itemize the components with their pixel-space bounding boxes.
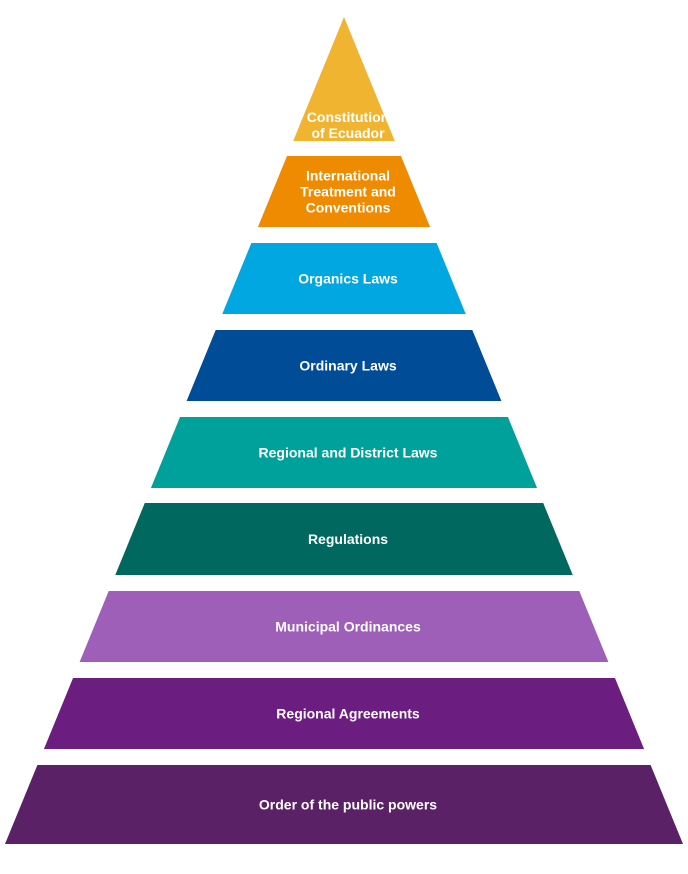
pyramid-tier-label: Order of the public powers: [259, 797, 437, 813]
pyramid-tier-label: Regulations: [308, 531, 388, 547]
pyramid-tier-9: Order of the public powers: [5, 765, 683, 844]
pyramid-tier-3: Organics Laws: [222, 243, 466, 314]
pyramid-tier-7: Municipal Ordinances: [79, 591, 609, 662]
pyramid-tier-label: Municipal Ordinances: [275, 619, 421, 635]
pyramid-tier-label: Regional and District Laws: [259, 445, 438, 461]
pyramid-tier-5: Regional and District Laws: [150, 417, 538, 488]
pyramid-tier-shape: [186, 330, 502, 401]
pyramid-tier-8: Regional Agreements: [43, 678, 645, 749]
pyramid-tier-label: Organics Laws: [298, 271, 398, 287]
pyramid-tier-shape: [79, 591, 609, 662]
pyramid-tier-label: Regional Agreements: [276, 706, 420, 722]
pyramid-tier-shape: [222, 243, 466, 314]
pyramid-tier-shape: [257, 156, 431, 227]
pyramid-tier-shape: [115, 503, 573, 575]
pyramid-tier-label: Constitution: [307, 109, 389, 125]
pyramid-tier-label: Conventions: [306, 200, 391, 216]
pyramid-tier-shape: [5, 765, 683, 844]
pyramid-tier-label: Treatment and: [300, 184, 396, 200]
pyramid-tier-shape: [150, 417, 538, 488]
pyramid-tier-shape: [43, 678, 645, 749]
pyramid-tier-shape: [293, 17, 395, 141]
pyramid-tier-6: Regulations: [115, 503, 573, 575]
pyramid-tier-label: International: [306, 168, 390, 184]
pyramid-tier-4: Ordinary Laws: [186, 330, 502, 401]
pyramid-tier-label: Ordinary Laws: [299, 358, 396, 374]
pyramid-tier-label: of Ecuador: [311, 125, 385, 141]
